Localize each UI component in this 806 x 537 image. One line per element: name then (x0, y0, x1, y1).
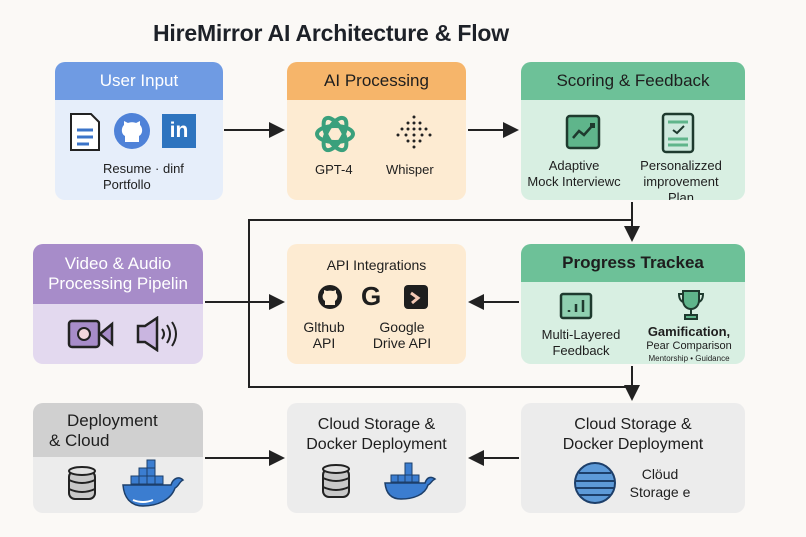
github-icon (114, 113, 150, 149)
video-camera-icon (67, 319, 114, 349)
document-icon (70, 113, 100, 151)
cloud-mid-title-1: Cloud Storage & (317, 416, 436, 433)
drive-api-label-2: Drive API (372, 335, 432, 351)
cloud-caption-1: Clöud (641, 466, 679, 482)
cloud-caption-2: Storage e (629, 484, 691, 500)
loop-line (248, 219, 632, 388)
user-input-caption-1: Resume · dinf (103, 161, 184, 176)
progress-header: Progress Trackea (521, 244, 745, 282)
plan-label-3: Plan (667, 190, 695, 200)
user-input-box: User Input in Resume · dinf Portfollo (55, 62, 223, 200)
ai-processing-header: AI Processing (287, 62, 466, 100)
video-audio-title-2: Processing Pipelin (48, 274, 188, 293)
deployment-title-2: & Cloud (49, 431, 110, 450)
google-icon: G (361, 281, 382, 311)
video-audio-header: Video & Audio Processing Pipelin (33, 244, 203, 304)
database-icon (68, 466, 96, 500)
trophy-icon (677, 290, 705, 320)
deployment-title-1: Deployment (67, 411, 158, 430)
cloud-mid-title-2: Docker Deployment (306, 436, 447, 453)
user-input-header: User Input (55, 62, 223, 100)
docker-icon (384, 462, 437, 500)
google-drive-icon (404, 285, 428, 309)
api-integrations-box: API Integrations G Glthub API Google Dri… (287, 244, 466, 364)
video-audio-box: Video & Audio Processing Pipelin (33, 244, 203, 364)
cloud-storage-mid-box: Cloud Storage & Docker Deployment (287, 403, 466, 513)
progress-tracker-box: Progress Trackea Multi-Layered Feedback … (521, 244, 745, 364)
trend-chart-icon (565, 114, 601, 150)
user-input-caption-2: Portfollo (103, 177, 151, 192)
api-title: API Integrations (326, 257, 427, 273)
speaker-icon (136, 316, 177, 352)
gamification-label: Gamification, (647, 324, 731, 339)
cloud-storage-right-box: Cloud Storage & Docker Deployment Clöud … (521, 403, 745, 513)
scoring-header: Scoring & Feedback (521, 62, 745, 100)
multi-layered-label-2: Feedback (552, 343, 610, 358)
mentorship-label: Mentorship • Guidance (648, 354, 730, 363)
openai-icon (315, 115, 355, 153)
github-api-label-1: Glthub (303, 319, 345, 335)
scoring-feedback-box: Scoring & Feedback Adaptive Mock Intervi… (521, 62, 745, 200)
multi-layered-label-1: Multi-Layered (541, 327, 621, 342)
ai-processing-box: AI Processing GPT-4 Whisper (287, 62, 466, 200)
checklist-icon (661, 112, 695, 154)
whisper-label: Whisper (386, 162, 434, 177)
adaptive-label-1: Adaptive (548, 158, 600, 173)
adaptive-label-2: Mock Interviewc (527, 174, 621, 189)
deployment-header: Deployment & Cloud (33, 403, 203, 457)
docker-icon (122, 459, 185, 507)
plan-label-2: improvement (643, 174, 719, 189)
gpt4-label: GPT-4 (315, 162, 353, 177)
cloud-storage-globe-icon (574, 462, 616, 504)
cloud-right-title-1: Cloud Storage & (574, 416, 692, 433)
plan-label-1: Personalizzed (640, 158, 722, 173)
whisper-icon (396, 115, 432, 149)
github-icon (318, 285, 342, 309)
diagram-title: HireMirror AI Architecture & Flow (153, 20, 509, 46)
linkedin-icon: in (162, 114, 196, 148)
cloud-right-title-2: Docker Deployment (562, 436, 704, 453)
peer-comparison-label: Pear Comparison (646, 340, 732, 352)
bar-chart-icon (559, 292, 593, 320)
deployment-cloud-box: Deployment & Cloud (33, 403, 203, 513)
database-icon (322, 464, 350, 498)
drive-api-label-1: Google (379, 319, 425, 335)
video-audio-title-1: Video & Audio (64, 254, 172, 273)
github-api-label-2: API (312, 335, 336, 351)
